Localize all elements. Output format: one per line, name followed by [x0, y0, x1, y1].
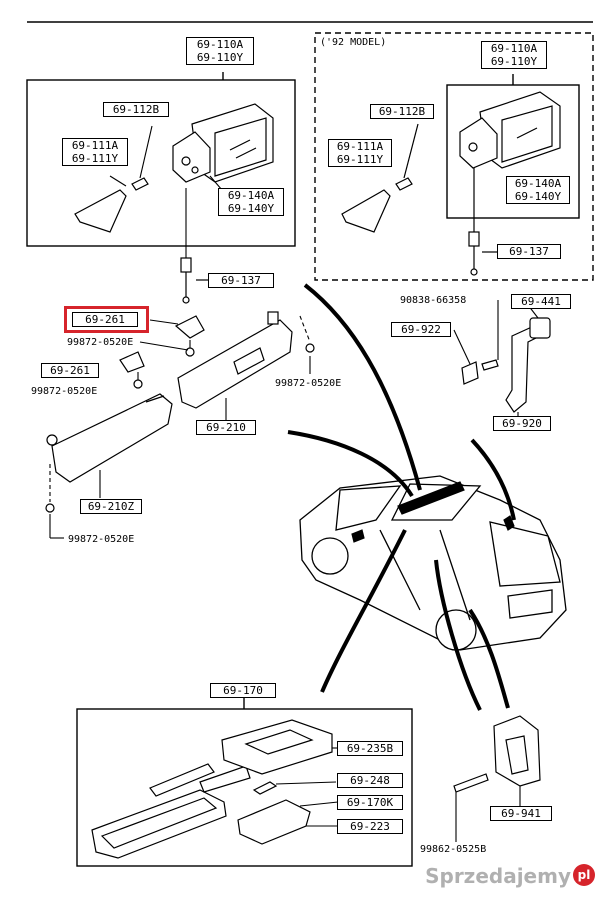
- label-69-111: 69-111A 69-111Y: [62, 138, 128, 166]
- label-69-248: 69-248: [337, 773, 403, 788]
- label-r69-137: 69-137: [497, 244, 561, 259]
- mirror-cable-left: [180, 257, 208, 304]
- label-r69-111: 69-111A 69-111Y: [328, 139, 392, 167]
- label-90838-66358: 90838-66358: [400, 295, 467, 306]
- visor-location-marks: [351, 481, 515, 543]
- assist-grip: [461, 317, 551, 413]
- mirror-cover-left: [74, 189, 127, 233]
- leader-lines: [287, 283, 516, 711]
- mirror-cover-92: [341, 189, 391, 233]
- label-69-112b: 69-112B: [103, 102, 169, 117]
- pillar-trim-941: [453, 715, 541, 793]
- screw-left: [131, 177, 149, 191]
- door-mirror-92: [459, 91, 561, 169]
- highlight-frame: [64, 306, 149, 333]
- door-mirror-left: [172, 103, 274, 183]
- visor-holder-261: [45, 315, 315, 513]
- watermark-badge: pl: [573, 864, 595, 886]
- label-69-110: 69-110A 69-110Y: [186, 37, 254, 65]
- sun-visor-right: [177, 311, 293, 409]
- sun-visor-left: [46, 393, 173, 483]
- label-99872-0520e-d: 99872-0520E: [68, 534, 135, 545]
- label-69-920: 69-920: [493, 416, 551, 431]
- label-69-140: 69-140A 69-140Y: [218, 188, 284, 216]
- label-69-941: 69-941: [490, 806, 552, 821]
- label-99862-0525b: 99862-0525B: [420, 844, 487, 855]
- watermark-text: Sprzedajemy: [425, 864, 571, 888]
- vehicle-outline: [299, 475, 567, 651]
- label-69-137: 69-137: [208, 273, 274, 288]
- label-69-210: 69-210: [196, 420, 256, 435]
- label-69-922: 69-922: [391, 322, 451, 337]
- label-69-261: 69-261: [41, 363, 99, 378]
- label-69-223: 69-223: [337, 819, 403, 834]
- room-mirror: [91, 763, 251, 859]
- label-99872-0520e-a: 99872-0520E: [67, 337, 134, 348]
- label-69-210z: 69-210Z: [80, 499, 142, 514]
- label-69-235b: 69-235B: [337, 741, 403, 756]
- label-92-model: ('92 MODEL): [320, 37, 387, 48]
- model-92-frame: [314, 32, 594, 281]
- label-r69-110: 69-110A 69-110Y: [481, 41, 547, 69]
- label-69-261-highlighted: 69-261: [72, 312, 138, 327]
- label-69-441: 69-441: [511, 294, 571, 309]
- map-lamp-housing: [221, 719, 333, 775]
- label-99872-0520e-b: 99872-0520E: [31, 386, 98, 397]
- label-r69-112b: 69-112B: [370, 104, 434, 119]
- label-69-170k: 69-170K: [337, 795, 403, 810]
- label-99872-0520e-c: 99872-0520E: [275, 378, 342, 389]
- mirror-group-frame: [26, 79, 296, 247]
- lamp-lens: [237, 781, 311, 845]
- label-r69-140: 69-140A 69-140Y: [506, 176, 570, 204]
- label-69-170: 69-170: [210, 683, 276, 698]
